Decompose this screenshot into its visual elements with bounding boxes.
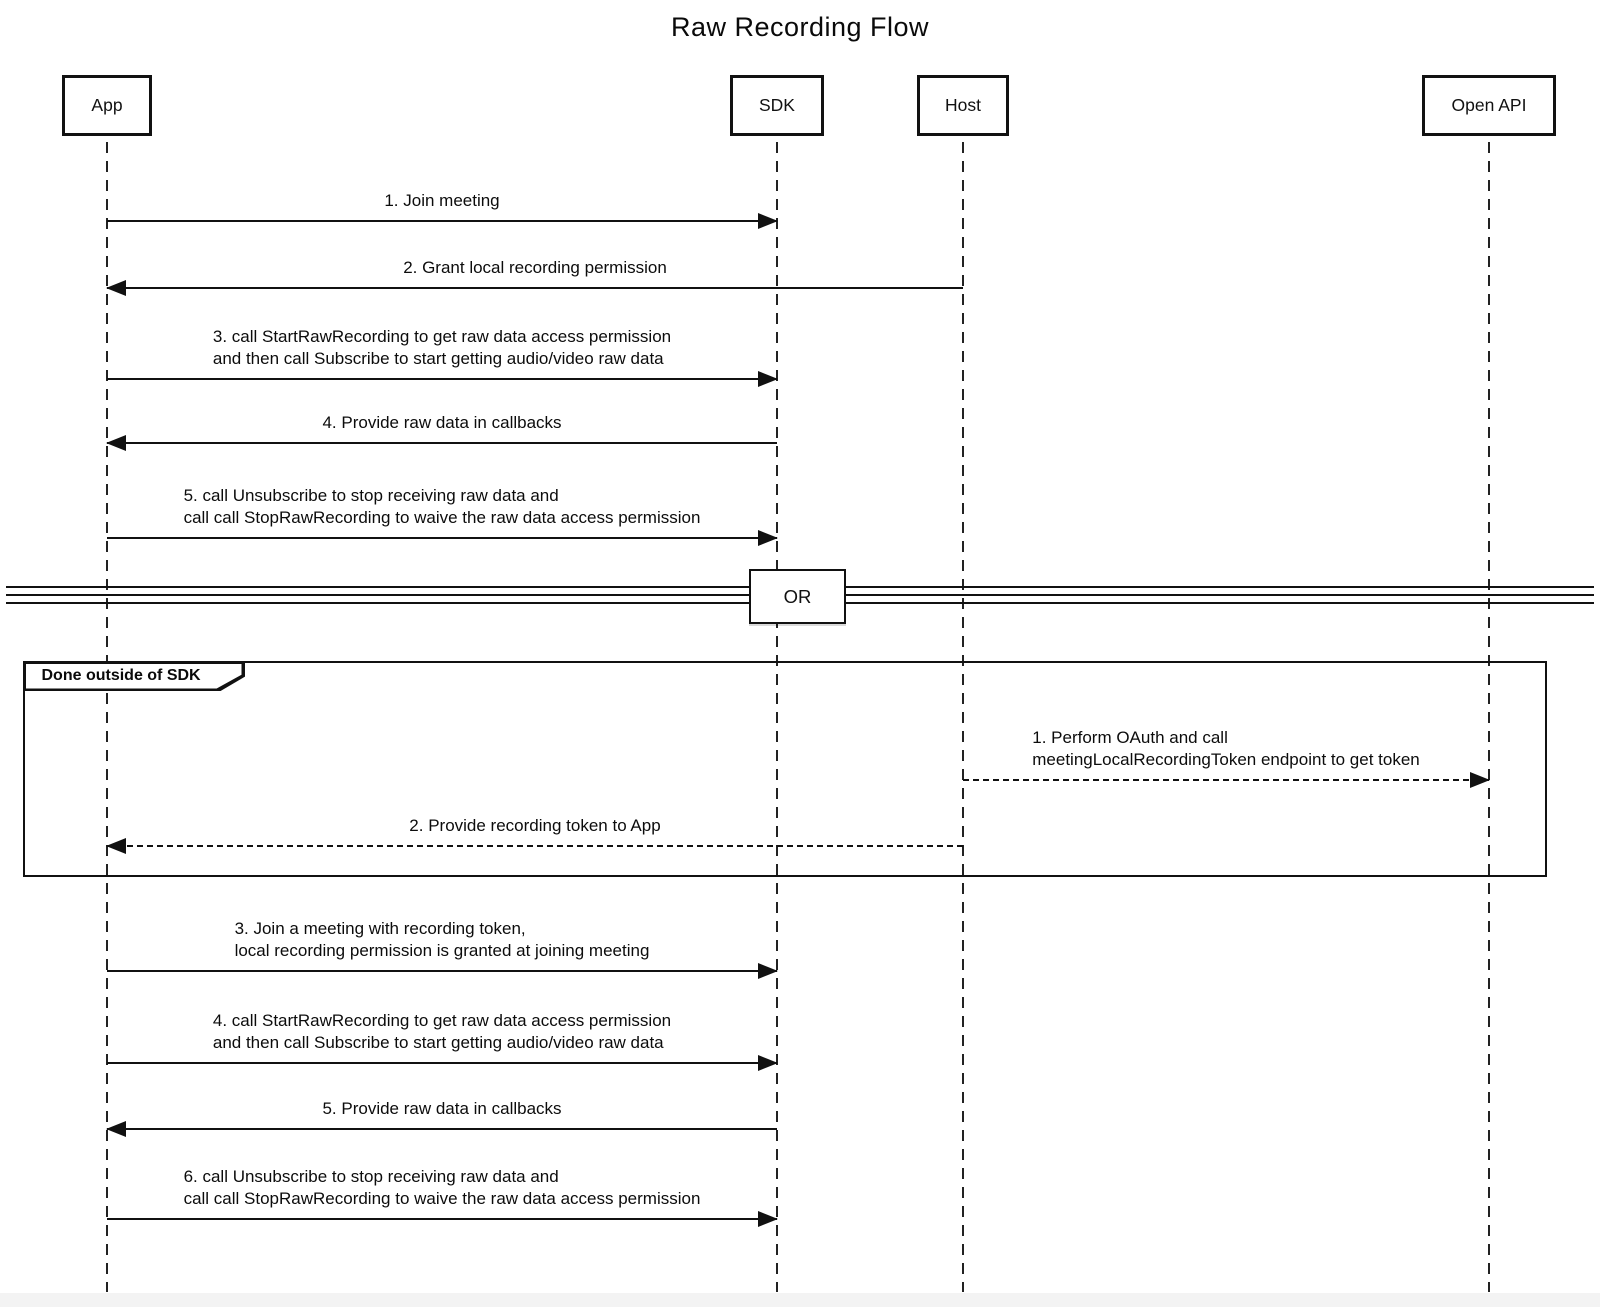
message-label-provide-raw-data-2: 5. Provide raw data in callbacks xyxy=(322,1099,562,1118)
message-label-unsubscribe: 5. call Unsubscribe to stop receiving ra… xyxy=(183,486,701,527)
lifeline-app xyxy=(106,142,108,1292)
diagram-title: Raw Recording Flow xyxy=(670,12,930,42)
message-label-grant-permission: 2. Grant local recording permission xyxy=(403,258,667,277)
lifeline-sdk xyxy=(776,142,778,1292)
or-divider-box: OR xyxy=(749,569,846,624)
page-bottom-strip xyxy=(0,1293,1600,1307)
message-arrow-unsubscribe-2 xyxy=(107,1211,778,1227)
message-label-unsubscribe-2: 6. call Unsubscribe to stop receiving ra… xyxy=(183,1167,701,1208)
actor-box-app: App xyxy=(62,75,152,136)
frame-label: Done outside of SDK xyxy=(41,667,201,684)
message-arrow-perform-oauth xyxy=(963,772,1490,788)
message-label-start-raw-recording-2: 4. call StartRawRecording to get raw dat… xyxy=(212,1011,672,1052)
message-arrow-join-meeting xyxy=(107,213,778,229)
or-divider-label: OR xyxy=(783,585,812,607)
message-arrow-start-raw-recording-2 xyxy=(107,1055,778,1071)
message-label-provide-raw-data: 4. Provide raw data in callbacks xyxy=(322,413,562,432)
actor-box-sdk: SDK xyxy=(730,75,824,136)
message-label-join-meeting: 1. Join meeting xyxy=(384,191,500,210)
message-label-provide-token: 2. Provide recording token to App xyxy=(409,816,661,835)
actor-box-host: Host xyxy=(917,75,1009,136)
lifeline-host xyxy=(962,142,964,1292)
lifeline-openapi xyxy=(1488,142,1490,1292)
actor-label-sdk: SDK xyxy=(759,95,795,115)
message-arrow-grant-permission xyxy=(106,280,963,296)
actor-label-host: Host xyxy=(945,95,981,115)
actor-box-openapi: Open API xyxy=(1422,75,1556,136)
message-arrow-join-with-token xyxy=(107,963,778,979)
message-label-start-raw-recording: 3. call StartRawRecording to get raw dat… xyxy=(212,327,672,368)
actor-label-openapi: Open API xyxy=(1451,95,1527,115)
message-arrow-unsubscribe xyxy=(107,530,778,546)
frame-label-pentagon: Done outside of SDK xyxy=(23,661,245,691)
message-label-join-with-token: 3. Join a meeting with recording token, … xyxy=(234,919,650,960)
message-arrow-start-raw-recording xyxy=(107,371,778,387)
message-label-perform-oauth: 1. Perform OAuth and call meetingLocalRe… xyxy=(1032,728,1420,769)
message-arrow-provide-raw-data-2 xyxy=(106,1121,777,1137)
message-arrow-provide-token xyxy=(106,838,963,854)
actor-label-app: App xyxy=(91,95,123,115)
frame-done-outside-sdk xyxy=(23,661,1547,877)
message-arrow-provide-raw-data xyxy=(106,435,777,451)
